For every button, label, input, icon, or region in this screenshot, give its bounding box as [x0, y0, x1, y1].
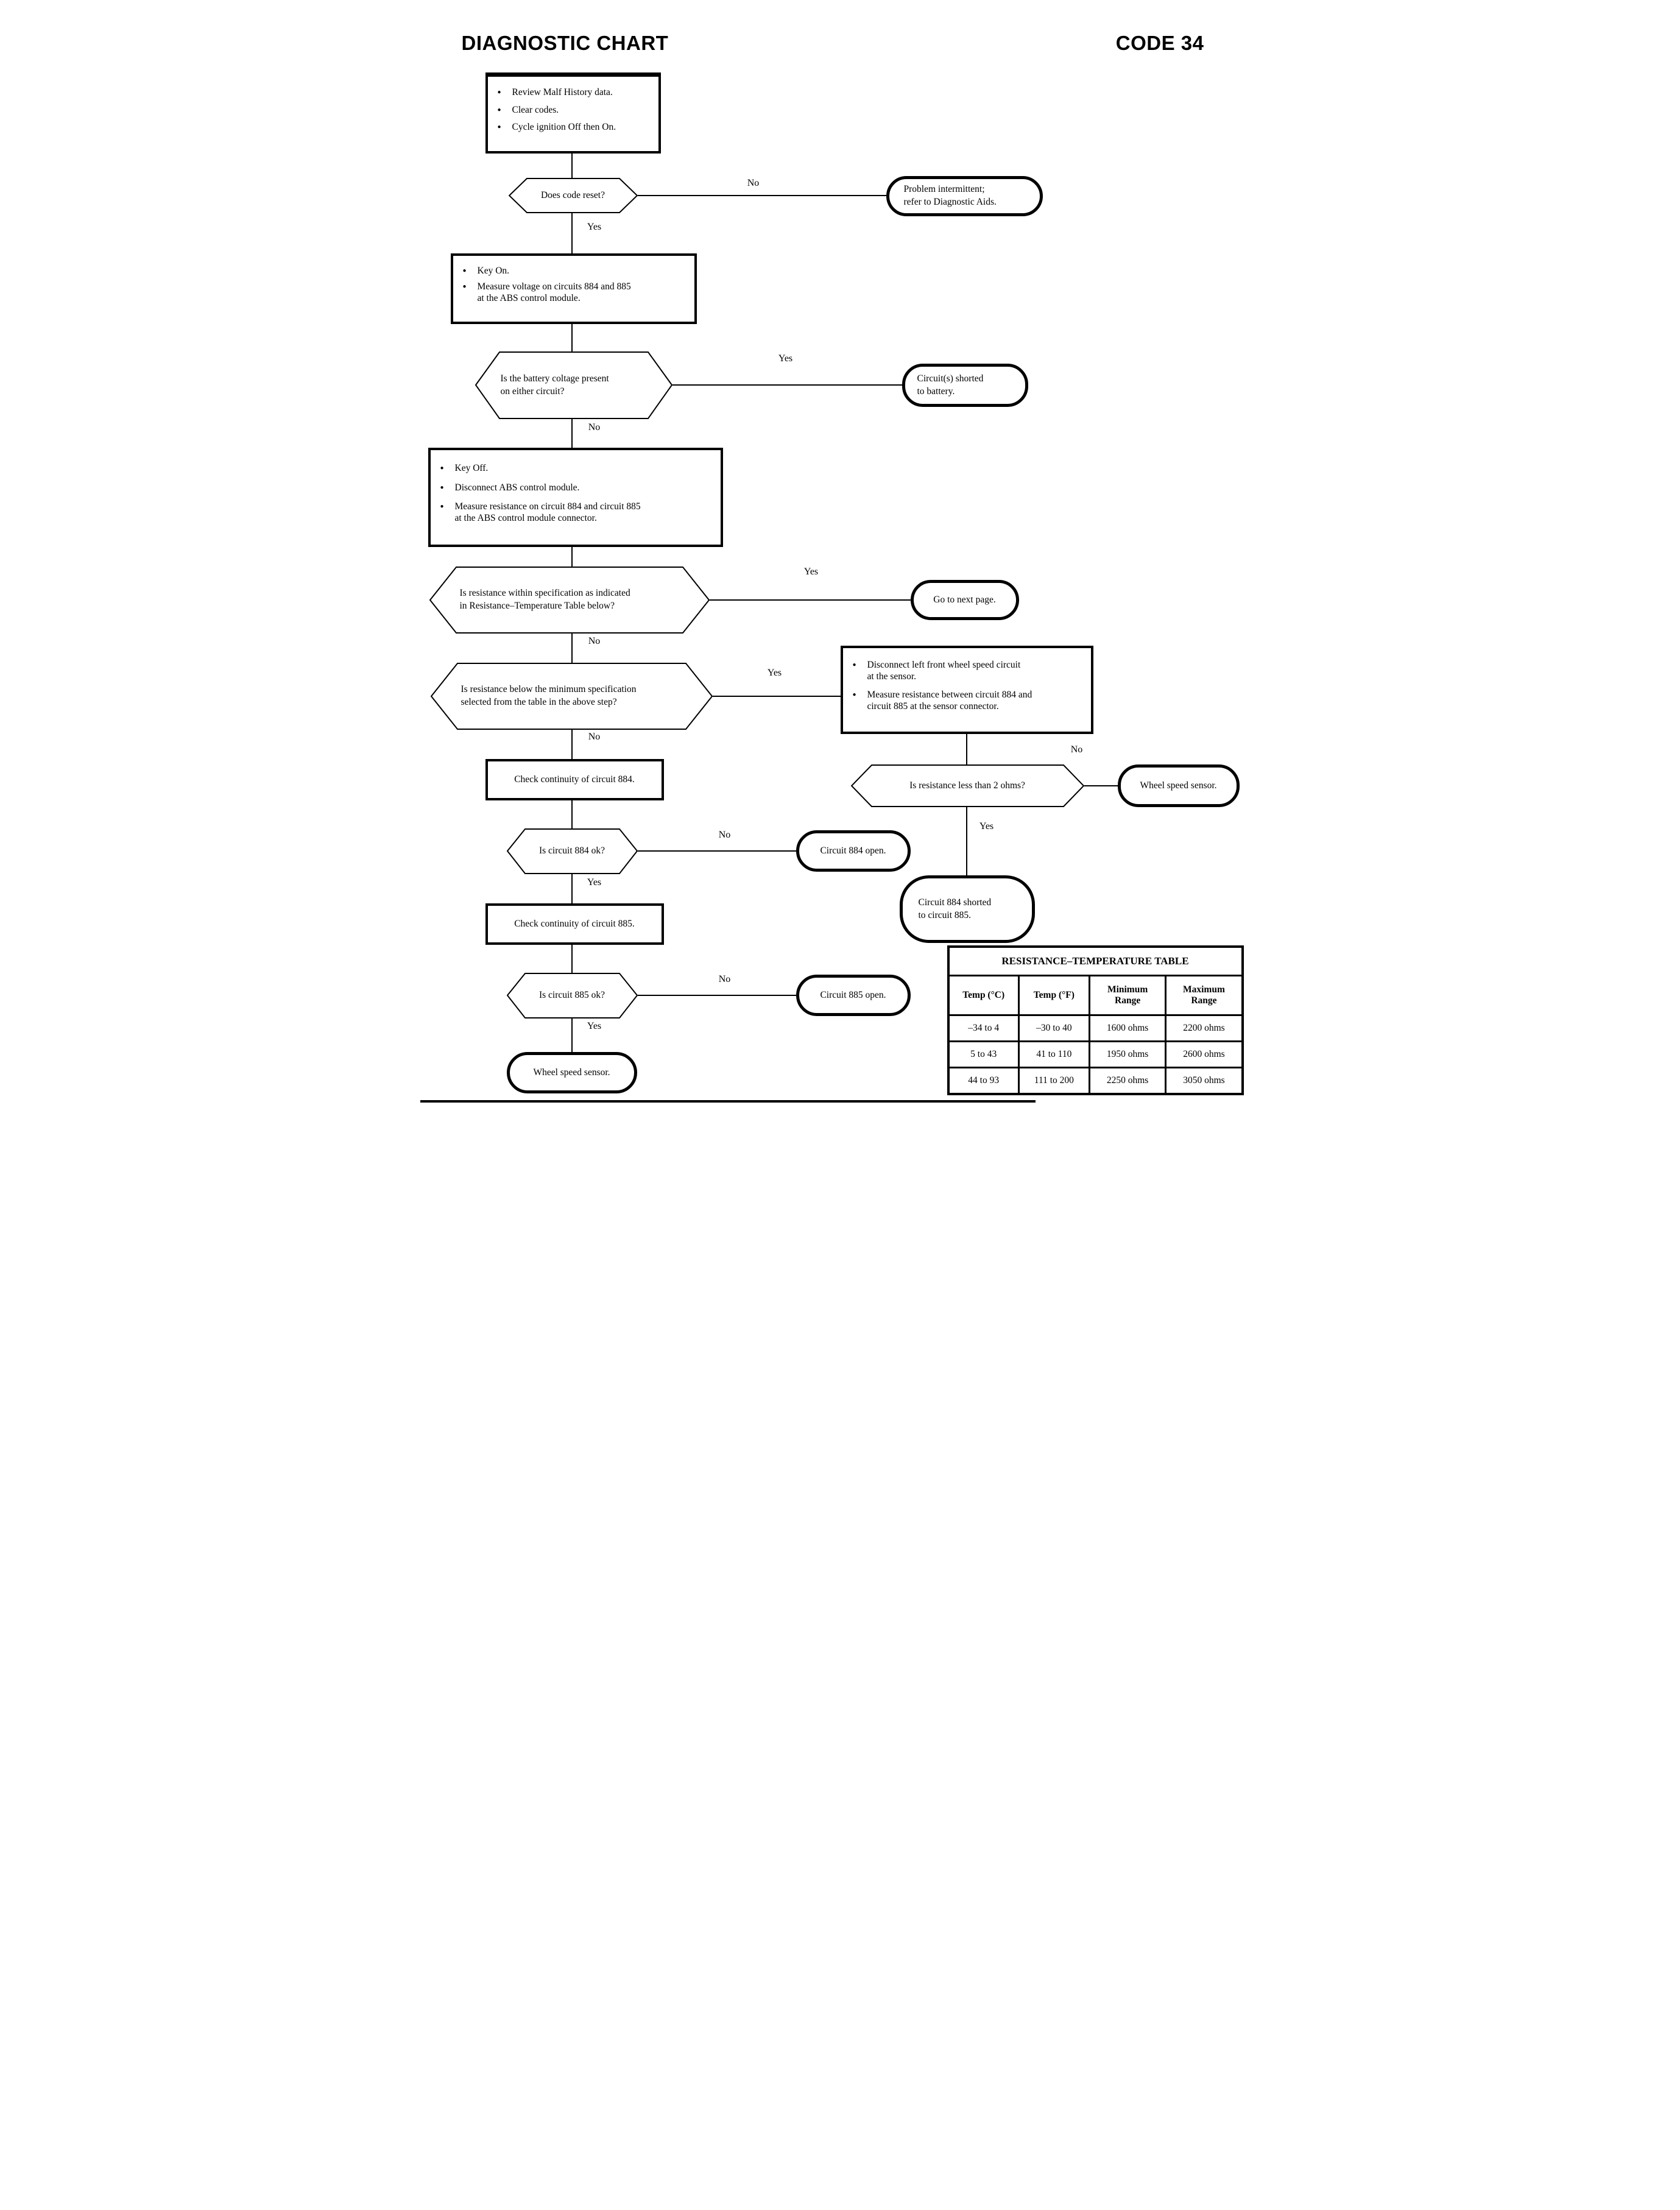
cell-temp-f: –30 to 40 — [1017, 1014, 1090, 1042]
bullet-item: Clear codes. — [496, 105, 654, 116]
connector — [571, 945, 573, 973]
cell-temp-f: 111 to 200 — [1017, 1067, 1090, 1095]
bullet-item: Key Off. — [439, 463, 716, 475]
table-row: –34 to 4 –30 to 40 1600 ohms 2200 ohms — [947, 1014, 1243, 1042]
edge-label-no: No — [588, 636, 601, 646]
cell-min-range: 1600 ohms — [1088, 1014, 1167, 1042]
cell-temp-c: 44 to 93 — [947, 1067, 1020, 1095]
page-edge-artifact — [420, 1100, 1036, 1103]
connector — [571, 730, 573, 759]
decision-resistance-within-spec: Is resistance within specification as in… — [429, 567, 710, 634]
code-label: CODE 34 — [1115, 32, 1204, 54]
bullet-item: Measure resistance between circuit 884 a… — [852, 690, 1086, 713]
connector — [637, 195, 886, 196]
connector — [965, 734, 967, 764]
bullet-item: Review Malf History data. — [496, 87, 654, 99]
col-header-temp-f: Temp (°F) — [1017, 975, 1090, 1016]
connector — [571, 547, 573, 567]
terminal-circuit-884-shorted-885: Circuit 884 shorted to circuit 885. — [899, 875, 1035, 943]
connector — [571, 634, 573, 663]
connector — [571, 324, 573, 351]
terminal-wheel-speed-sensor-right: Wheel speed sensor. — [1117, 764, 1240, 807]
connector — [571, 154, 573, 178]
key-on-box: Key On. Measure voltage on circuits 884 … — [450, 253, 697, 324]
terminal-wheel-speed-sensor-bottom: Wheel speed sensor. — [506, 1052, 637, 1093]
edge-label-yes: Yes — [587, 1021, 602, 1031]
connector — [965, 807, 967, 875]
disconnect-sensor-box: Disconnect left front wheel speed circui… — [840, 646, 1093, 734]
col-header-temp-c: Temp (°C) — [947, 975, 1020, 1016]
connector — [571, 419, 573, 448]
key-off-box: Key Off. Disconnect ABS control module. … — [428, 448, 723, 547]
edge-label-no: No — [1070, 744, 1083, 755]
bullet-item: Cycle ignition Off then On. — [496, 122, 654, 133]
connector — [672, 384, 902, 386]
table-row: 44 to 93 111 to 200 2250 ohms 3050 ohms — [947, 1067, 1243, 1095]
connector — [637, 850, 796, 852]
check-circuit-884-box: Check continuity of circuit 884. — [485, 759, 664, 800]
edge-label-yes: Yes — [587, 222, 602, 232]
edge-label-no: No — [588, 732, 601, 742]
bullet-item: Key On. — [462, 266, 690, 277]
edge-label-no: No — [747, 178, 760, 188]
cell-min-range: 1950 ohms — [1088, 1040, 1167, 1068]
connector — [571, 800, 573, 828]
bullet-item: Disconnect left front wheel speed circui… — [852, 660, 1086, 683]
page-title: DIAGNOSTIC CHART — [461, 32, 669, 54]
terminal-circuits-shorted-battery: Circuit(s) shorted to battery. — [902, 364, 1028, 407]
decision-resistance-less-2-ohms: Is resistance less than 2 ohms? — [850, 764, 1084, 807]
decision-resistance-below-minimum: Is resistance below the minimum specific… — [430, 663, 713, 730]
table-title: RESISTANCE–TEMPERATURE TABLE — [947, 945, 1243, 976]
decision-does-code-reset: Does code reset? — [508, 178, 638, 213]
cell-temp-c: –34 to 4 — [947, 1014, 1020, 1042]
edge-label-no: No — [718, 974, 731, 984]
decision-circuit-884-ok: Is circuit 884 ok? — [506, 828, 638, 874]
cell-max-range: 2600 ohms — [1165, 1040, 1243, 1068]
cell-temp-f: 41 to 110 — [1017, 1040, 1090, 1068]
check-circuit-885-box: Check continuity of circuit 885. — [485, 903, 664, 945]
cell-temp-c: 5 to 43 — [947, 1040, 1020, 1068]
edge-label-no: No — [718, 830, 731, 840]
decision-battery-voltage: Is the battery coltage present on either… — [475, 351, 672, 419]
col-header-max-range: Maximum Range — [1165, 975, 1243, 1016]
connector — [571, 874, 573, 903]
table-row: 5 to 43 41 to 110 1950 ohms 2600 ohms — [947, 1040, 1243, 1068]
edge-label-yes: Yes — [979, 821, 994, 831]
edge-label-no: No — [588, 422, 601, 432]
start-box: Review Malf History data. Clear codes. C… — [485, 72, 661, 154]
connector — [1084, 785, 1118, 786]
connector — [712, 696, 841, 697]
terminal-problem-intermittent: Problem intermittent; refer to Diagnosti… — [886, 176, 1043, 216]
terminal-go-next-page: Go to next page. — [910, 580, 1019, 620]
connector — [637, 995, 796, 996]
edge-label-yes: Yes — [778, 353, 793, 364]
col-header-min-range: Minimum Range — [1088, 975, 1167, 1016]
connector — [571, 1019, 573, 1052]
cell-max-range: 2200 ohms — [1165, 1014, 1243, 1042]
edge-label-yes: Yes — [587, 877, 602, 888]
cell-min-range: 2250 ohms — [1088, 1067, 1167, 1095]
terminal-circuit-885-open: Circuit 885 open. — [796, 975, 911, 1016]
edge-label-yes: Yes — [803, 567, 819, 577]
terminal-circuit-884-open: Circuit 884 open. — [796, 830, 911, 872]
bullet-item: Disconnect ABS control module. — [439, 482, 716, 494]
resistance-temperature-table: RESISTANCE–TEMPERATURE TABLE Temp (°C) T… — [947, 945, 1244, 1095]
bullet-item: Measure voltage on circuits 884 and 885 … — [462, 281, 690, 305]
edge-label-yes: Yes — [767, 668, 782, 678]
diagnostic-chart-page: DIAGNOSTIC CHART CODE 34 No Yes Yes No Y… — [420, 0, 1260, 1105]
bullet-item: Measure resistance on circuit 884 and ci… — [439, 501, 716, 524]
cell-max-range: 3050 ohms — [1165, 1067, 1243, 1095]
decision-circuit-885-ok: Is circuit 885 ok? — [506, 973, 638, 1019]
connector — [571, 213, 573, 253]
connector — [709, 599, 911, 601]
